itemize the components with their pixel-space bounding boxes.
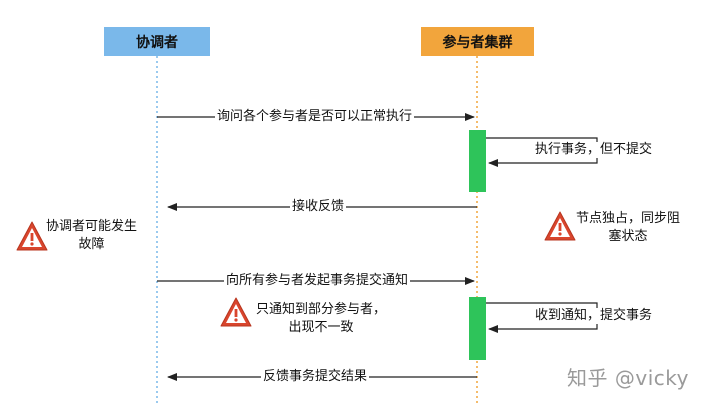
note-partial-notify: 只通知到部分参与者， 出现不一致	[256, 301, 386, 337]
message-ask: 询问各个参与者是否可以正常执行	[215, 109, 415, 125]
message-feedback-result: 反馈事务提交结果	[261, 369, 370, 385]
message-execute-no-commit: 执行事务，但不提交	[533, 142, 655, 158]
note-partial-notify-line2: 出现不一致	[288, 320, 354, 335]
activation-bar-2	[469, 297, 486, 360]
note-coordinator-failure: 协调者可能发生 故障	[46, 218, 137, 254]
note-partial-notify-line1: 只通知到部分参与者，	[256, 302, 387, 317]
note-coordinator-failure-line1: 协调者可能发生	[46, 219, 138, 234]
participant-cluster: 参与者集群	[421, 27, 534, 56]
note-blocking-line1: 节点独占，同步阻	[576, 211, 681, 226]
message-feedback: 接收反馈	[290, 199, 347, 215]
message-receive-commit: 收到通知，提交事务	[533, 308, 655, 324]
message-notify-commit: 向所有参与者发起事务提交通知	[224, 273, 411, 289]
warning-icon	[220, 297, 252, 327]
note-coordinator-failure-line2: 故障	[78, 237, 105, 252]
warning-icon	[16, 221, 48, 251]
note-blocking: 节点独占，同步阻 塞状态	[576, 210, 680, 246]
warning-icon	[544, 211, 576, 241]
watermark: 知乎 @vicky	[567, 366, 689, 390]
note-blocking-line2: 塞状态	[608, 229, 648, 244]
activation-bar-1	[469, 130, 486, 192]
participant-coordinator: 协调者	[104, 27, 210, 56]
